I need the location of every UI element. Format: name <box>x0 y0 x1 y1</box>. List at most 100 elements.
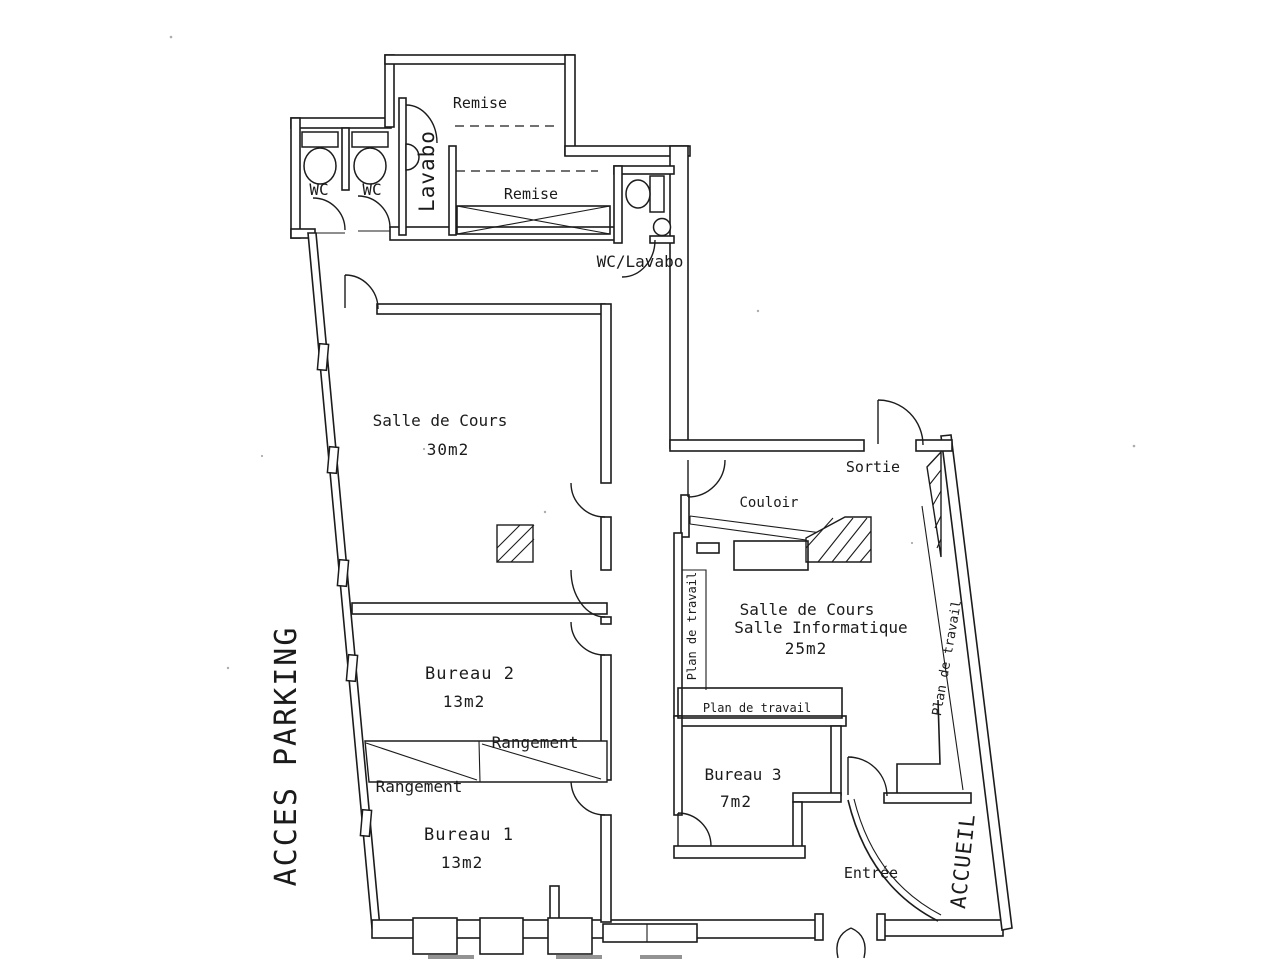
worktop-bottom <box>677 687 843 719</box>
wall-segment <box>915 439 953 452</box>
room-label-bureau-2: Bureau 2 <box>425 664 515 684</box>
toilet-icon <box>301 131 339 185</box>
sink-icon <box>652 217 672 237</box>
sink-icon <box>405 143 420 171</box>
scan-speck <box>422 447 426 451</box>
room-label-bureau-1: Bureau 1 <box>424 825 514 845</box>
wall-segment <box>600 616 612 625</box>
wall-segment <box>448 145 457 236</box>
wall-segment <box>669 145 689 449</box>
wall-segment <box>564 54 576 156</box>
wall-segment <box>649 235 675 244</box>
wall-segment <box>680 494 690 538</box>
wall-segment <box>669 439 865 452</box>
entree-partition <box>896 699 941 793</box>
room-label-wc-2: WC <box>362 180 381 199</box>
door-jamb <box>876 913 886 941</box>
label-rangement-lower: Rangement <box>376 777 463 796</box>
worktop-inner-edge-right <box>921 505 964 791</box>
wall-slit <box>316 342 373 838</box>
scan-speck <box>910 541 914 545</box>
door-arc <box>312 197 346 231</box>
wall-segment <box>376 303 606 315</box>
wall-segment <box>673 715 683 816</box>
wall-segment <box>384 54 575 65</box>
label-plan-de-travail-left: Plan de travail <box>685 572 699 680</box>
door-arc-sortie <box>877 399 924 446</box>
counters <box>677 540 843 719</box>
wall-segment <box>341 127 350 191</box>
scan-speck <box>543 510 547 514</box>
interior-walls <box>341 97 972 941</box>
window <box>479 917 524 955</box>
toilet-icon <box>625 175 665 213</box>
illegible-dimension-text <box>556 955 602 959</box>
wall-segment <box>673 845 806 859</box>
door-arc <box>570 779 606 816</box>
window <box>412 917 458 955</box>
wall-segment <box>351 602 608 615</box>
wall-segment <box>549 885 560 923</box>
wall-segment <box>830 725 842 796</box>
desk-item <box>696 542 720 554</box>
room-label-remise-middle: Remise <box>504 185 558 203</box>
room-label-lavabo: Lavabo <box>415 130 439 212</box>
wall-segment <box>398 97 407 236</box>
windows <box>316 342 698 955</box>
label-plan-de-travail-bottom: Plan de travail <box>703 701 811 715</box>
door-arc <box>687 459 726 498</box>
area-label-salle-info: 25m2 <box>785 639 828 658</box>
shelf-cross-symbol <box>456 205 611 235</box>
reception-desk-curve <box>847 798 942 922</box>
room-label-salle-de-cours: Salle de Cours <box>373 411 508 430</box>
door-arc <box>570 621 606 656</box>
scan-speck <box>169 35 173 39</box>
wall-segment <box>290 117 301 239</box>
door-arc <box>344 274 379 310</box>
area-label-salle-de-cours: 30m2 <box>427 440 470 459</box>
label-plan-de-travail-right: Plan de travail <box>930 599 965 717</box>
desk <box>733 540 809 571</box>
wall-segment <box>600 814 612 923</box>
door-arc <box>570 569 606 618</box>
scan-speck <box>756 309 760 313</box>
scan-speck <box>226 666 230 670</box>
door-arc <box>621 239 656 278</box>
detail-lines <box>313 125 964 793</box>
room-label-sortie: Sortie <box>846 458 900 476</box>
window-band <box>602 923 698 943</box>
room-label-couloir: Couloir <box>739 495 798 511</box>
wall-segment <box>384 54 395 128</box>
wall-segment <box>613 165 623 244</box>
wall-segment <box>792 801 803 849</box>
door-jamb <box>814 913 824 941</box>
wall-segment <box>883 792 972 804</box>
illegible-dimension-text <box>640 955 682 959</box>
door-arc <box>570 482 606 518</box>
illegible-dimension-text <box>428 955 474 959</box>
hatch-triangle <box>926 450 942 558</box>
fixtures <box>301 131 672 237</box>
label-acces-parking: ACCES PARKING <box>269 626 304 887</box>
counter-edge-left <box>682 569 707 690</box>
room-label-wc-1: WC <box>309 180 328 199</box>
room-label-entree: Entrée <box>844 864 898 882</box>
wall-segment <box>600 303 612 484</box>
window <box>547 917 593 955</box>
label-rangement-upper: Rangement <box>492 733 579 752</box>
door-arc <box>677 812 712 847</box>
doors <box>312 104 924 959</box>
wall-segment <box>564 145 691 157</box>
labels: Remise WC WC Lavabo Remise WC/Lavabo Sal… <box>269 94 980 910</box>
scan-speck <box>260 454 264 458</box>
wall-segment <box>290 117 392 129</box>
room-label-accueil: ACCUEIL <box>946 812 980 910</box>
area-label-bureau-2: 13m2 <box>443 692 486 711</box>
slanted-right-wall <box>940 434 1013 931</box>
wall-segment <box>792 792 842 803</box>
area-label-bureau-3: 7m2 <box>720 792 752 811</box>
column-hatch <box>496 524 535 563</box>
wall-segment <box>613 165 675 175</box>
